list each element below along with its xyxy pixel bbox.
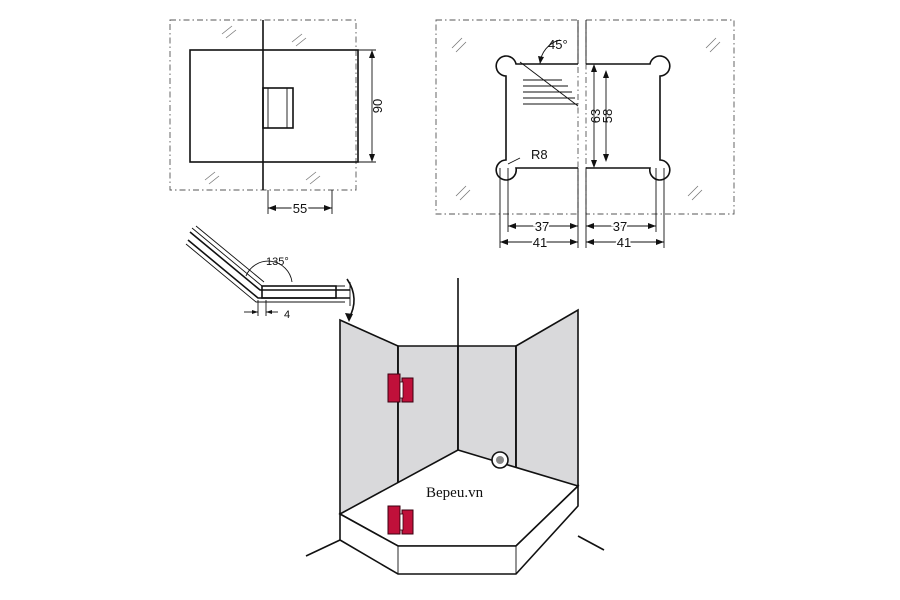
glass-hatch-marks bbox=[204, 25, 321, 185]
dimension-63: 63 bbox=[588, 109, 603, 123]
glass-cutout-detail: 45° R8 63 58 37 41 bbox=[435, 19, 735, 252]
angle-135: 135° bbox=[266, 256, 289, 268]
hinge-bottom bbox=[387, 505, 414, 535]
dimension-right-41: 41 bbox=[617, 235, 631, 250]
dimension-height-90: 90 bbox=[370, 99, 385, 113]
cutout-left bbox=[495, 55, 578, 181]
glass-outline-right bbox=[585, 19, 735, 215]
angle-45: 45° bbox=[548, 37, 568, 52]
hinge-body bbox=[189, 49, 359, 163]
glass-outline-left bbox=[435, 19, 579, 215]
hinge-front-view: 90 55 bbox=[169, 19, 385, 218]
shower-tray-base bbox=[339, 484, 579, 575]
hinge-knuckle bbox=[262, 87, 294, 129]
radius-r8: R8 bbox=[531, 147, 548, 162]
dimension-width-55: 55 bbox=[293, 201, 307, 216]
dimension-left-37: 37 bbox=[535, 219, 549, 234]
glass-hatch-marks-right bbox=[451, 37, 721, 201]
bevel-hatch bbox=[519, 61, 579, 107]
dimension-58: 58 bbox=[600, 109, 615, 123]
hinge-angle-view: 135° 4 bbox=[185, 225, 355, 322]
hinge-top bbox=[387, 373, 414, 403]
dimension-left-41: 41 bbox=[533, 235, 547, 250]
watermark: Bepeu.vn bbox=[426, 485, 484, 501]
hinge-plate-angle bbox=[261, 285, 337, 299]
dimension-right-37: 37 bbox=[613, 219, 627, 234]
shower-enclosure: Bepeu.vn bbox=[305, 278, 605, 575]
gap-4: 4 bbox=[284, 309, 290, 321]
